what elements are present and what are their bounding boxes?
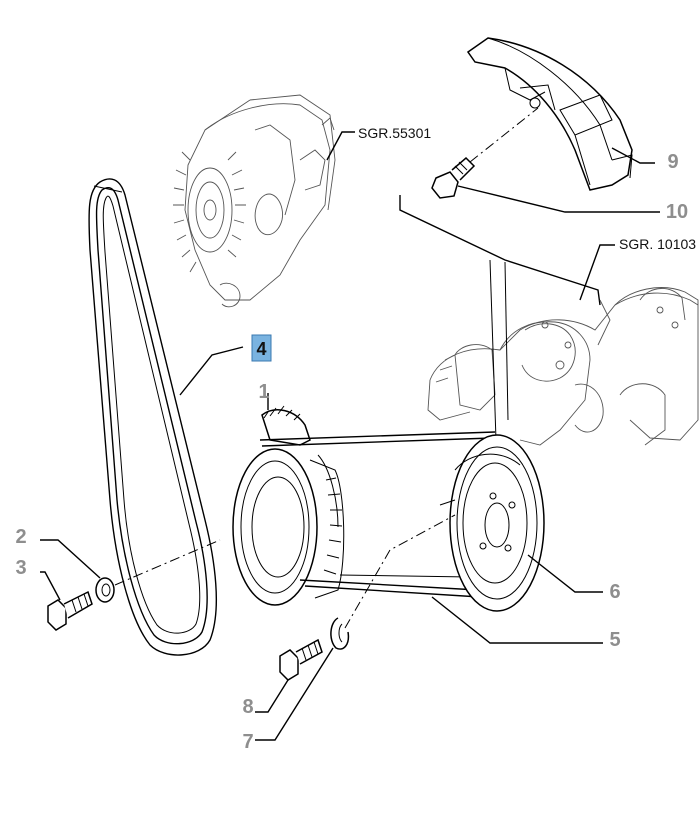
washer-2-drawing[interactable] (95, 577, 115, 603)
bolt-8-drawing[interactable] (279, 638, 323, 681)
alternator-reference[interactable]: SGR.55301 (358, 125, 431, 141)
callout-5[interactable]: 5 (609, 629, 620, 651)
callout-4-highlight (251, 334, 272, 362)
callout-4[interactable]: 4 (256, 339, 266, 359)
callout-4-selected[interactable]: 4 (251, 334, 272, 362)
v-belt-drawing[interactable] (88, 178, 217, 656)
callout-1[interactable]: 1 (258, 381, 269, 403)
callout-10[interactable]: 10 (666, 201, 688, 223)
callout-6[interactable]: 6 (609, 581, 620, 603)
callout-2[interactable]: 2 (15, 526, 26, 548)
bolt-3-drawing[interactable] (47, 590, 93, 631)
crankshaft-reference[interactable]: SGR. 10103 (619, 236, 696, 252)
callout-7[interactable]: 7 (242, 731, 253, 753)
alternator-drawing[interactable] (173, 94, 336, 308)
callout-9[interactable]: 9 (667, 151, 678, 173)
leader-lines (40, 131, 660, 741)
callout-3[interactable]: 3 (15, 557, 26, 579)
damper-pulley-drawing[interactable] (232, 405, 345, 606)
washer-7-drawing[interactable] (330, 617, 350, 650)
drive-belt-drawing[interactable] (259, 431, 496, 598)
belt-guard-drawing[interactable] (466, 37, 633, 191)
callout-8[interactable]: 8 (242, 696, 253, 718)
bolt-10-drawing[interactable] (431, 156, 476, 199)
crankshaft-drawing[interactable] (427, 287, 699, 446)
pulley-drawing[interactable] (439, 434, 545, 612)
